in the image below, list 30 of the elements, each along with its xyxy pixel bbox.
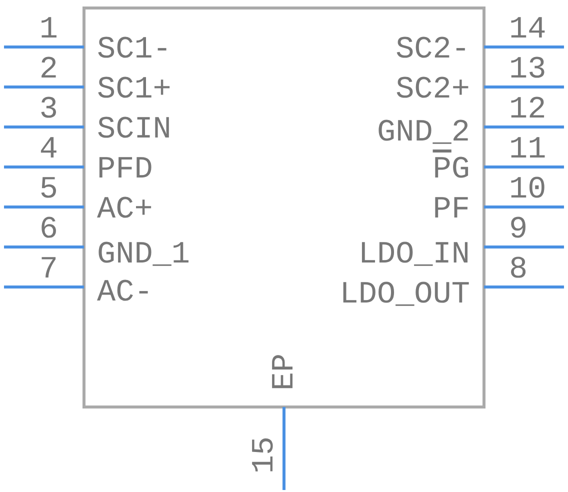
pin-number: 1: [39, 14, 58, 46]
pin-number: 2: [39, 54, 58, 86]
pin-name: EP: [270, 353, 300, 391]
pin-number: 3: [39, 94, 58, 126]
pin-name: SCIN: [97, 114, 172, 146]
pin-name: GND_1: [97, 240, 190, 270]
pin-name: AC-: [97, 278, 153, 308]
pin-number: 9: [509, 214, 528, 246]
pin-number: 6: [39, 214, 58, 246]
pin-number: 7: [39, 254, 58, 286]
pin-number: 10: [509, 174, 546, 206]
pin-name: SC2-: [396, 34, 470, 66]
pin-name: GND_2: [376, 118, 470, 148]
pin-number: 14: [509, 14, 546, 46]
pin-number: 12: [509, 94, 546, 126]
pin-name: PG: [432, 154, 470, 186]
pin-number: 8: [509, 254, 528, 286]
pin-number: 11: [509, 134, 546, 166]
pin-number: 13: [509, 54, 546, 86]
pin-name: PFD: [97, 154, 153, 186]
pin-name: SC1-: [97, 34, 172, 66]
pin-name: LDO_OUT: [340, 280, 470, 310]
pin-name: LDO_IN: [358, 240, 470, 270]
pin-name: PF: [432, 194, 470, 226]
pin-name: SC2+: [396, 74, 470, 106]
pin-name: AC+: [97, 194, 153, 226]
pin-number: 15: [250, 436, 280, 474]
pin-name: SC1+: [97, 74, 172, 106]
pin-number: 4: [39, 134, 58, 166]
pin-number: 5: [39, 174, 58, 206]
